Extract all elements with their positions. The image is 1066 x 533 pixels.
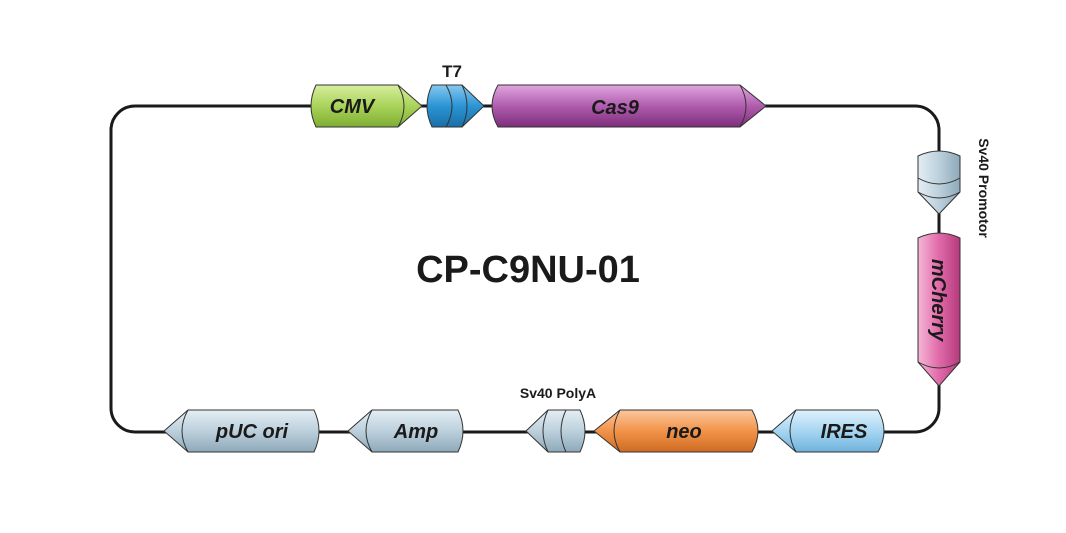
cas9-label: Cas9 bbox=[591, 97, 640, 119]
sv40-polya-label: Sv40 PolyA bbox=[520, 385, 596, 401]
ires-label: IRES bbox=[821, 421, 868, 443]
t7-feature: T7 bbox=[426, 62, 485, 128]
mcherry-label: mCherry bbox=[927, 259, 949, 342]
neo-feature: neo bbox=[593, 409, 759, 453]
sv40-polya-feature: Sv40 PolyA bbox=[520, 385, 596, 453]
mcherry-feature: mCherry bbox=[917, 232, 961, 387]
puc-ori-feature: pUC ori bbox=[163, 409, 320, 453]
sv40-promoter-feature: Sv40 Promotor bbox=[917, 138, 992, 238]
plasmid-title: CP-C9NU-01 bbox=[416, 249, 640, 291]
amp-label: Amp bbox=[393, 421, 438, 443]
cmv-label: CMV bbox=[330, 96, 376, 118]
cmv-feature: CMV bbox=[310, 84, 423, 128]
ires-feature: IRES bbox=[771, 409, 885, 453]
puc-ori-label: pUC ori bbox=[215, 421, 289, 443]
neo-label: neo bbox=[666, 421, 702, 443]
cas9-feature: Cas9 bbox=[491, 84, 767, 128]
sv40-promoter-label: Sv40 Promotor bbox=[976, 138, 992, 238]
t7-label: T7 bbox=[442, 62, 462, 81]
amp-feature: Amp bbox=[347, 409, 464, 453]
